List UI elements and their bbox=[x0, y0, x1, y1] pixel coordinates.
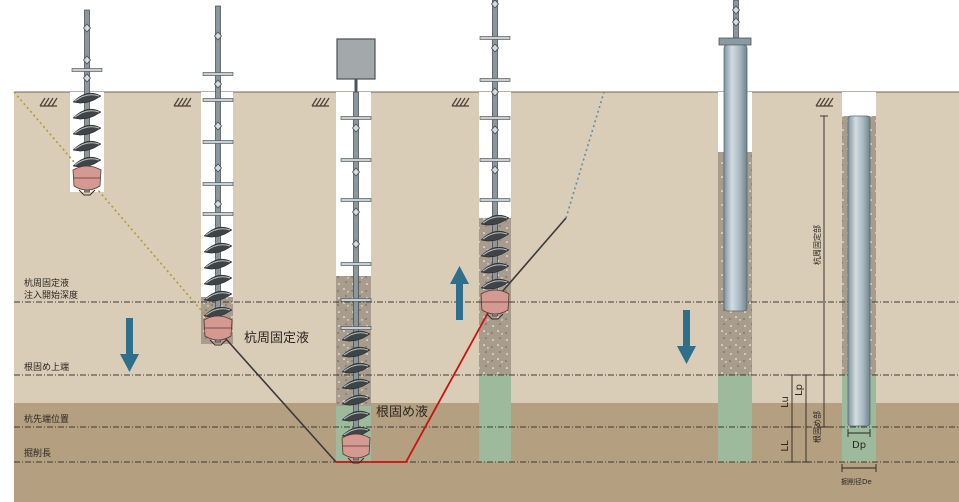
down-arrow-icon bbox=[677, 310, 696, 364]
label-base-fixing-section: 根固め部 bbox=[812, 411, 822, 443]
label-pile-perimeter-fixing-section: 杭周固定部 bbox=[812, 225, 822, 265]
trajectory-descent bbox=[217, 329, 337, 463]
trajectory-dotted-start bbox=[13, 91, 219, 331]
pile-insertion-rod bbox=[732, 0, 740, 39]
auger-stage-2 bbox=[202, 5, 234, 346]
label-ll: LL bbox=[780, 440, 791, 452]
auger-stage-1 bbox=[71, 9, 103, 196]
ground-surface-hatch-icon bbox=[451, 97, 470, 107]
ground-surface-hatch-icon bbox=[173, 97, 192, 107]
label-injection-start-depth-line1: 杭周固定液 bbox=[24, 277, 69, 289]
dimension-labels: 杭周固定部 根固め部 Lp Lu LL Dp 掘削径De bbox=[780, 225, 872, 486]
auger-rigs bbox=[71, 0, 740, 464]
base-fixing-slurry-stage-5 bbox=[718, 375, 752, 462]
down-arrow-icon bbox=[120, 318, 139, 372]
auger-trajectory bbox=[13, 91, 605, 463]
depth-reference-lines bbox=[14, 301, 959, 463]
level-labels: 杭周固定液 注入開始深度 根固め上端 杭先端位置 掘削長 bbox=[24, 277, 78, 459]
label-lp: Lp bbox=[794, 384, 805, 396]
label-base-fixing-slurry: 根固め液 bbox=[376, 405, 428, 420]
steel-pile-stage-6 bbox=[847, 115, 871, 427]
steel-pile-stage-5 bbox=[718, 37, 752, 312]
ground-surface-hatch-icon bbox=[815, 97, 834, 107]
ground-surface-hatch-icon bbox=[311, 97, 330, 107]
label-dp: Dp bbox=[852, 440, 866, 451]
base-fixing-slurry-stage-4 bbox=[479, 375, 511, 462]
trajectory-ascent bbox=[494, 217, 567, 301]
label-pile-fixing-slurry: 杭周固定液 bbox=[244, 331, 309, 346]
ground-surface-hatch-icons bbox=[39, 97, 834, 107]
auger-motor-box bbox=[336, 38, 376, 92]
label-lu: Lu bbox=[780, 396, 791, 408]
dimension-annotations bbox=[788, 115, 877, 472]
label-injection-start-depth-line2: 注入開始深度 bbox=[24, 289, 78, 301]
label-base-fixing-top: 根固め上端 bbox=[24, 361, 69, 373]
label-excavation-diameter: 掘削径De bbox=[841, 477, 872, 486]
label-excavation-length: 掘削長 bbox=[24, 447, 51, 459]
auger-stage-4 bbox=[479, 0, 511, 320]
label-pile-tip-position: 杭先端位置 bbox=[24, 413, 69, 425]
ground-surface-hatch-icon bbox=[39, 97, 58, 107]
trajectory-dotted-end bbox=[565, 91, 605, 219]
up-arrow-icon bbox=[450, 266, 469, 320]
